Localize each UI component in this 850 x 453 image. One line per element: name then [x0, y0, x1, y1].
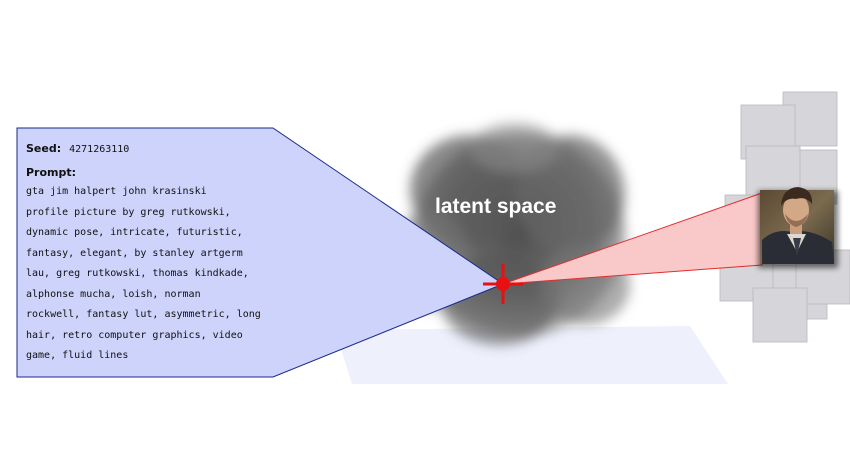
- crosshair-icon: [483, 264, 523, 304]
- prompt-line: gta jim halpert john krasinski: [26, 186, 207, 197]
- prompt-line: game, fluid lines: [26, 350, 129, 361]
- latent-space-label: latent space: [435, 195, 557, 218]
- prompt-line: dynamic pose, intricate, futuristic,: [26, 227, 243, 238]
- prompt-line: alphonse mucha, loish, norman: [26, 288, 201, 300]
- seed-value: 4271263110: [69, 144, 130, 155]
- seed-label: Seed:: [26, 142, 62, 155]
- prompt-label: Prompt:: [26, 166, 77, 179]
- prompt-line: rockwell, fantasy lut, asymmetric, long: [26, 309, 261, 320]
- prompt-panel-text: Seed: 4271263110 Prompt: gta jim halpert…: [26, 140, 276, 367]
- prompt-line: fantasy, elegant, by stanley artgerm: [26, 247, 243, 259]
- prompt-panel: [16, 127, 505, 378]
- prompt-line: profile picture by greg rutkowski,: [26, 206, 231, 218]
- prompt-line: hair, retro computer graphics, video: [26, 329, 243, 341]
- seed-row: Seed: 4271263110: [26, 142, 276, 155]
- prompt-text: gta jim halpert john krasinski profile p…: [26, 182, 276, 367]
- stack-card: [752, 287, 808, 343]
- person-portrait-icon: [762, 187, 834, 264]
- output-portrait: [758, 187, 838, 268]
- prompt-line: lau, greg rutkowski, thomas kindkade,: [26, 268, 249, 279]
- latent-floor-plane: [335, 326, 728, 384]
